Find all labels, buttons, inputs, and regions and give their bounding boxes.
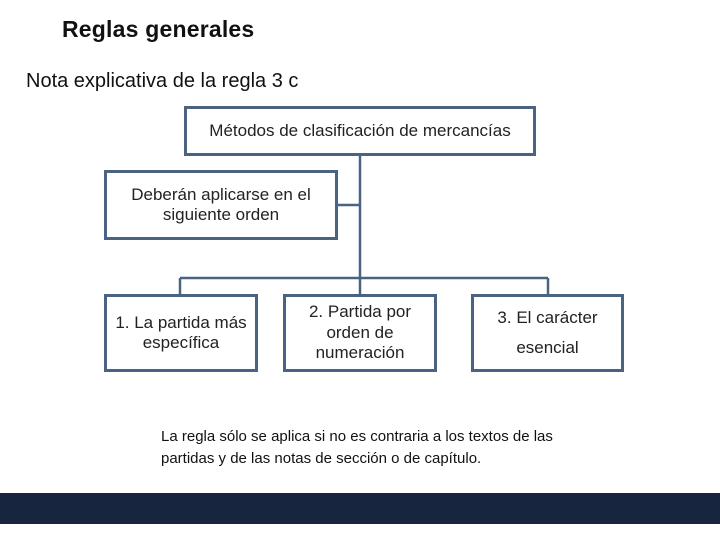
root-node-label: Métodos de clasificación de mercancías [209, 120, 511, 140]
order-node-label: Deberán aplicarse en el siguiente orden [131, 184, 311, 224]
slide-subtitle: Nota explicativa de la regla 3 c [26, 70, 299, 92]
child-node-2: 2. Partida por orden de numeración [283, 294, 437, 372]
child-node-3: 3. El carácter esencial [471, 294, 624, 372]
child-node-3-label: 3. El carácter esencial [497, 308, 598, 357]
child-node-1-label: 1. La partida más específica [115, 312, 247, 352]
slide-title: Reglas generales [62, 16, 255, 42]
child-node-2-label: 2. Partida por orden de numeración [308, 302, 412, 363]
child-node-1: 1. La partida más específica [104, 294, 258, 372]
root-node: Métodos de clasificación de mercancías [184, 106, 536, 156]
footnote-text: La regla sólo se aplica si no es contrar… [161, 428, 553, 467]
order-node: Deberán aplicarse en el siguiente orden [104, 170, 338, 240]
footer-bar [0, 493, 720, 524]
